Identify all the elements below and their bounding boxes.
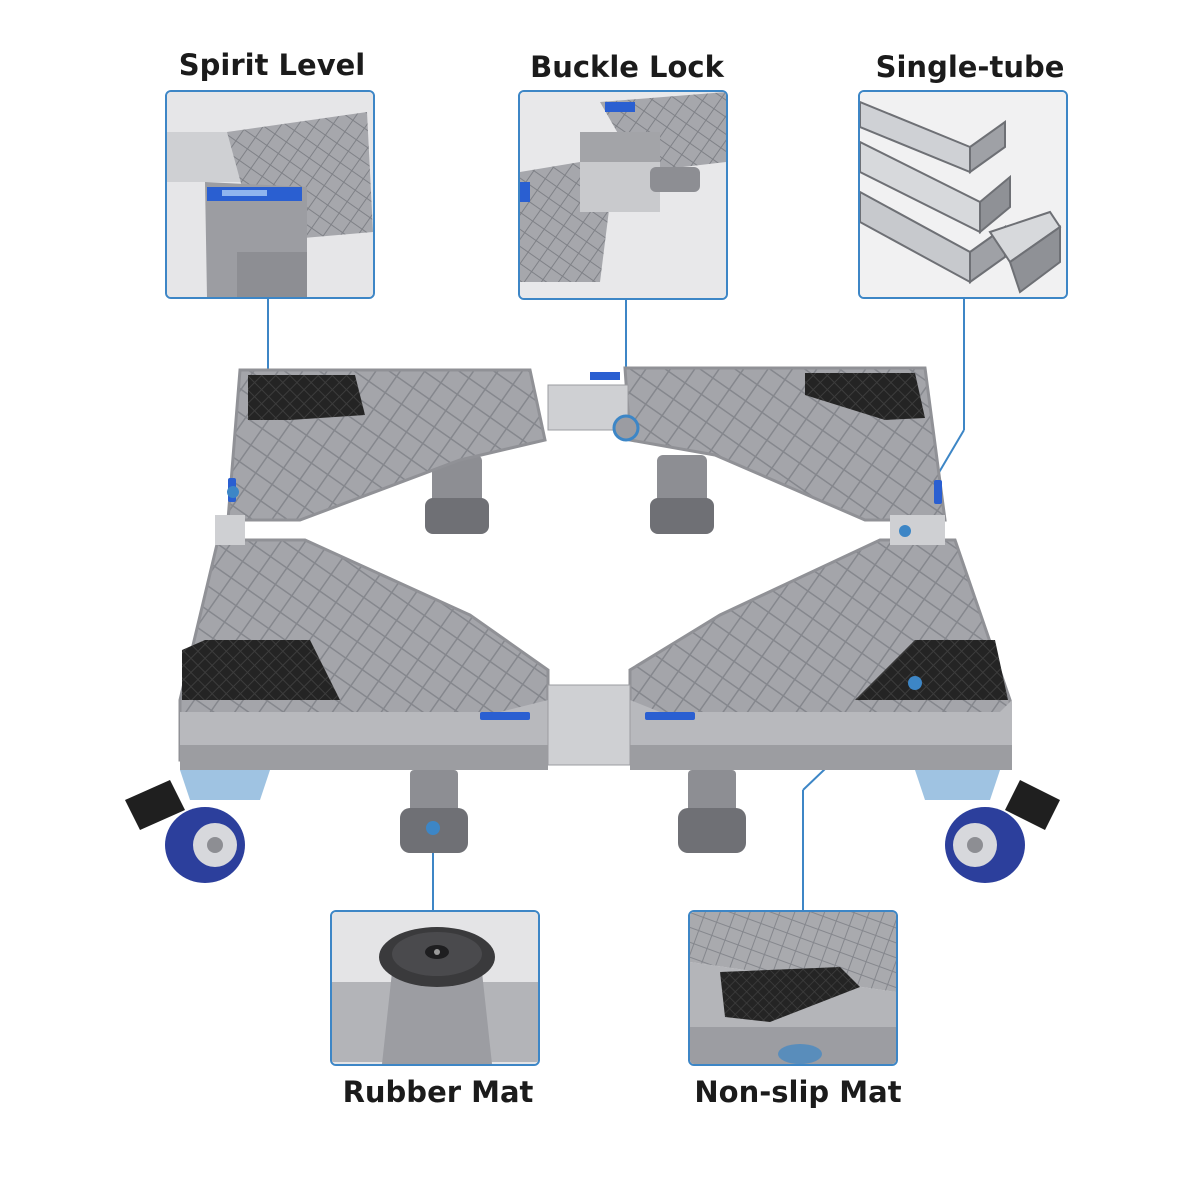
buckle-lock-label: Buckle Lock — [530, 50, 724, 84]
buckle-lock-inset — [518, 90, 728, 300]
right-caster — [915, 770, 1060, 883]
rubber-mat-inset — [330, 910, 540, 1066]
single-tube-image — [860, 92, 1066, 297]
single-tube-label: Single-tube — [875, 50, 1065, 84]
spirit-level-inset — [165, 90, 375, 299]
non-slip-mat-label: Non-slip Mat — [694, 1075, 902, 1109]
non-slip-mat-image — [690, 912, 896, 1064]
spirit-level-label: Spirit Level — [178, 48, 366, 82]
rubber-mat-image — [332, 912, 538, 1064]
spirit-level-image — [167, 92, 373, 297]
rear-feet — [425, 455, 714, 534]
buckle-lock-image — [520, 92, 726, 298]
frame — [178, 366, 1012, 770]
rubber-mat-label: Rubber Mat — [342, 1075, 534, 1109]
single-tube-inset — [858, 90, 1068, 299]
non-slip-mat-inset — [688, 910, 898, 1066]
front-feet — [400, 770, 746, 853]
left-caster — [125, 770, 270, 883]
